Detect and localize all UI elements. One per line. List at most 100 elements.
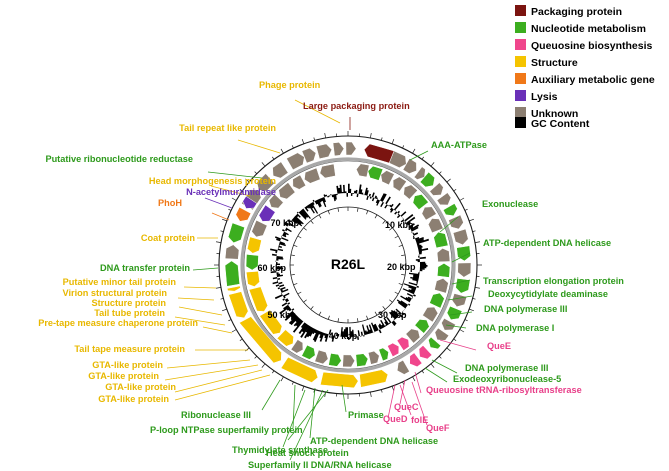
gene-label: GTA-like protein	[88, 371, 159, 381]
gene-label: Queuosine tRNA-ribosyltransferase	[426, 385, 582, 395]
gene-label: Thymidylate synthase	[232, 445, 328, 455]
gene-label: Superfamily II DNA/RNA helicase	[248, 460, 392, 470]
inner-tick	[337, 207, 339, 212]
gene-label: Head morphogenesis protein	[149, 176, 277, 186]
gene-arrow-unknown	[448, 214, 464, 230]
gene-arrow-unknown	[452, 228, 469, 246]
outer-tick	[272, 370, 275, 374]
gene-label: Virion structural protein	[63, 288, 168, 298]
inner-tick	[303, 227, 307, 231]
gene-arrow-structure	[359, 369, 389, 388]
outer-tick	[370, 132, 372, 139]
inner-tick	[389, 299, 393, 303]
gene-arrow-unknown	[403, 184, 418, 200]
legend-swatch	[515, 90, 526, 101]
genome-name: R26L	[331, 256, 366, 272]
outer-tick	[459, 329, 465, 333]
outer-tick	[228, 208, 232, 211]
gene-arrow-unknown	[356, 163, 370, 178]
label-leader-line	[237, 139, 281, 154]
inner-tick	[394, 291, 399, 295]
gene-label: Ribonuclease III	[181, 410, 251, 420]
gene-arrow-unknown	[286, 152, 305, 171]
gene-label: QueE	[487, 341, 511, 351]
legend-swatch	[515, 39, 526, 50]
inner-tick	[401, 274, 406, 276]
gene-arrow-unknown	[429, 182, 444, 196]
inner-tick	[366, 210, 369, 215]
outer-tick	[261, 162, 266, 167]
gene-arrow-unknown	[332, 142, 345, 157]
gene-arrow-unknown	[367, 350, 380, 365]
label-leader-line	[411, 381, 428, 426]
inner-tick	[297, 291, 302, 295]
legend-swatch	[515, 73, 526, 84]
inner-tick	[401, 254, 406, 256]
outer-tick	[474, 241, 481, 243]
legend-swatch	[515, 117, 526, 128]
gene-arrow-nucleotide	[442, 203, 458, 217]
gene-label: DNA polymerase III	[484, 304, 567, 314]
gene-label: ATP-dependent DNA helicase	[483, 238, 611, 248]
outer-tick	[446, 178, 451, 183]
outer-tick	[430, 363, 435, 368]
outer-tick	[215, 287, 222, 289]
label-leader-line	[399, 384, 412, 416]
legend-label: Queuosine biosynthesis	[531, 40, 653, 52]
gene-label: P-loop NTPase superfamily protein	[150, 425, 303, 435]
outer-tick	[221, 218, 227, 222]
label-leader-line	[414, 371, 422, 394]
legend-label: Packaging protein	[531, 6, 622, 18]
gene-arrow-unknown	[436, 248, 451, 263]
outer-tick	[231, 329, 237, 333]
outer-tick	[469, 308, 475, 312]
outer-tick	[324, 132, 326, 139]
gene-arrow-unknown	[413, 166, 426, 180]
gene-arrow-nucleotide	[245, 254, 259, 271]
gene-arrow-structure	[248, 286, 268, 312]
inner-backbone-edge	[243, 160, 453, 370]
outer-tick	[239, 338, 243, 341]
label-leader-line	[210, 185, 251, 197]
kbp-tick-label: 10 kbp	[385, 220, 414, 230]
outer-tick	[412, 148, 416, 154]
gene-arrow-unknown	[304, 167, 321, 184]
gene-label: GTA-like protein	[105, 382, 176, 392]
gene-arrow-unknown	[278, 182, 296, 200]
gene-label: AAA-ATPase	[431, 140, 487, 150]
label-leader-line	[178, 306, 223, 316]
gene-arrows	[224, 141, 472, 389]
gene-arrow-unknown	[345, 141, 357, 156]
legend-swatch	[515, 22, 526, 33]
gene-arrow-unknown	[268, 193, 284, 209]
kbp-tick-label: 60 kbp	[257, 263, 286, 273]
gene-arrow-unknown	[315, 143, 333, 160]
gene-arrow-lysis	[258, 204, 276, 222]
legend-swatch	[515, 56, 526, 67]
gene-arrow-unknown	[457, 262, 472, 278]
gene-label: Large packaging protein	[303, 101, 410, 111]
label-leader-line	[424, 367, 448, 383]
label-leader-line	[183, 286, 217, 289]
backbone-ring	[240, 157, 456, 373]
gene-label: GTA-like protein	[98, 394, 169, 404]
label-leader-line	[439, 216, 459, 233]
gene-arrow-nucleotide	[429, 292, 445, 309]
inner-tick	[389, 227, 393, 231]
outer-tick	[474, 287, 481, 289]
label-leader-line	[202, 326, 233, 334]
inner-tick	[337, 318, 339, 323]
gene-label: Phage protein	[259, 80, 321, 90]
gene-arrow-unknown	[421, 206, 437, 221]
genome-rings	[214, 131, 482, 399]
outer-tick	[402, 381, 405, 385]
gene-label: Tail repeat like protein	[179, 123, 276, 133]
gene-arrow-unknown	[451, 293, 468, 308]
gene-label: Exonuclease	[482, 199, 538, 209]
inner-tick	[357, 318, 359, 323]
label-leader-line	[166, 359, 251, 369]
label-leader-line	[341, 384, 347, 413]
label-leader-line	[282, 389, 306, 448]
